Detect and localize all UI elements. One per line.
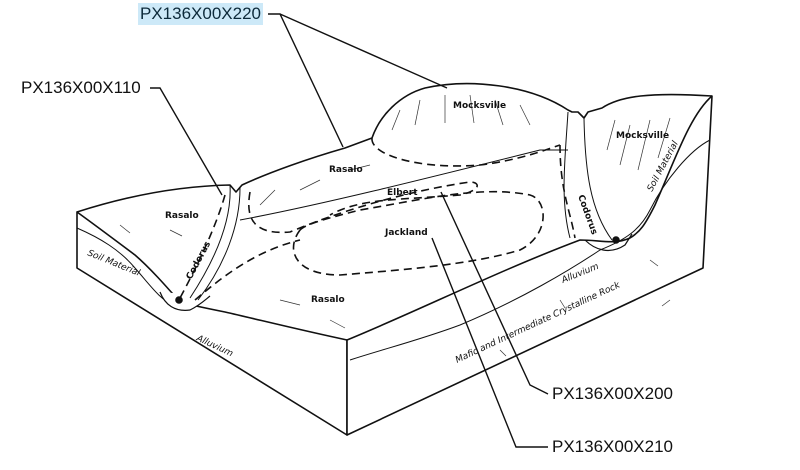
label-rasalo-left: Rasalo: [165, 211, 199, 221]
label-mocksville-right: Mocksville: [616, 131, 669, 141]
label-jackland: Jackland: [384, 228, 428, 238]
leader-220: [268, 13, 448, 148]
label-codorus-right: Codorus: [575, 194, 599, 237]
label-codorus-left: Codorus: [185, 240, 213, 281]
label-elbert: Elbert: [387, 188, 418, 198]
leader-210: [431, 237, 548, 448]
label-rasalo-top: Rasalo: [329, 165, 363, 175]
callout-px136x00x110[interactable]: PX136X00X110: [21, 78, 141, 97]
leader-110: [150, 87, 223, 196]
label-rasalo-front: Rasalo: [311, 295, 345, 305]
callout-px136x00x220[interactable]: PX136X00X220: [138, 3, 263, 25]
label-mocksville-hill: Mocksville: [453, 101, 506, 111]
callout-px136x00x200[interactable]: PX136X00X200: [552, 384, 673, 403]
top-surface: [76, 82, 713, 213]
callout-px136x00x210[interactable]: PX136X00X210: [552, 437, 673, 456]
leader-200: [440, 191, 549, 395]
